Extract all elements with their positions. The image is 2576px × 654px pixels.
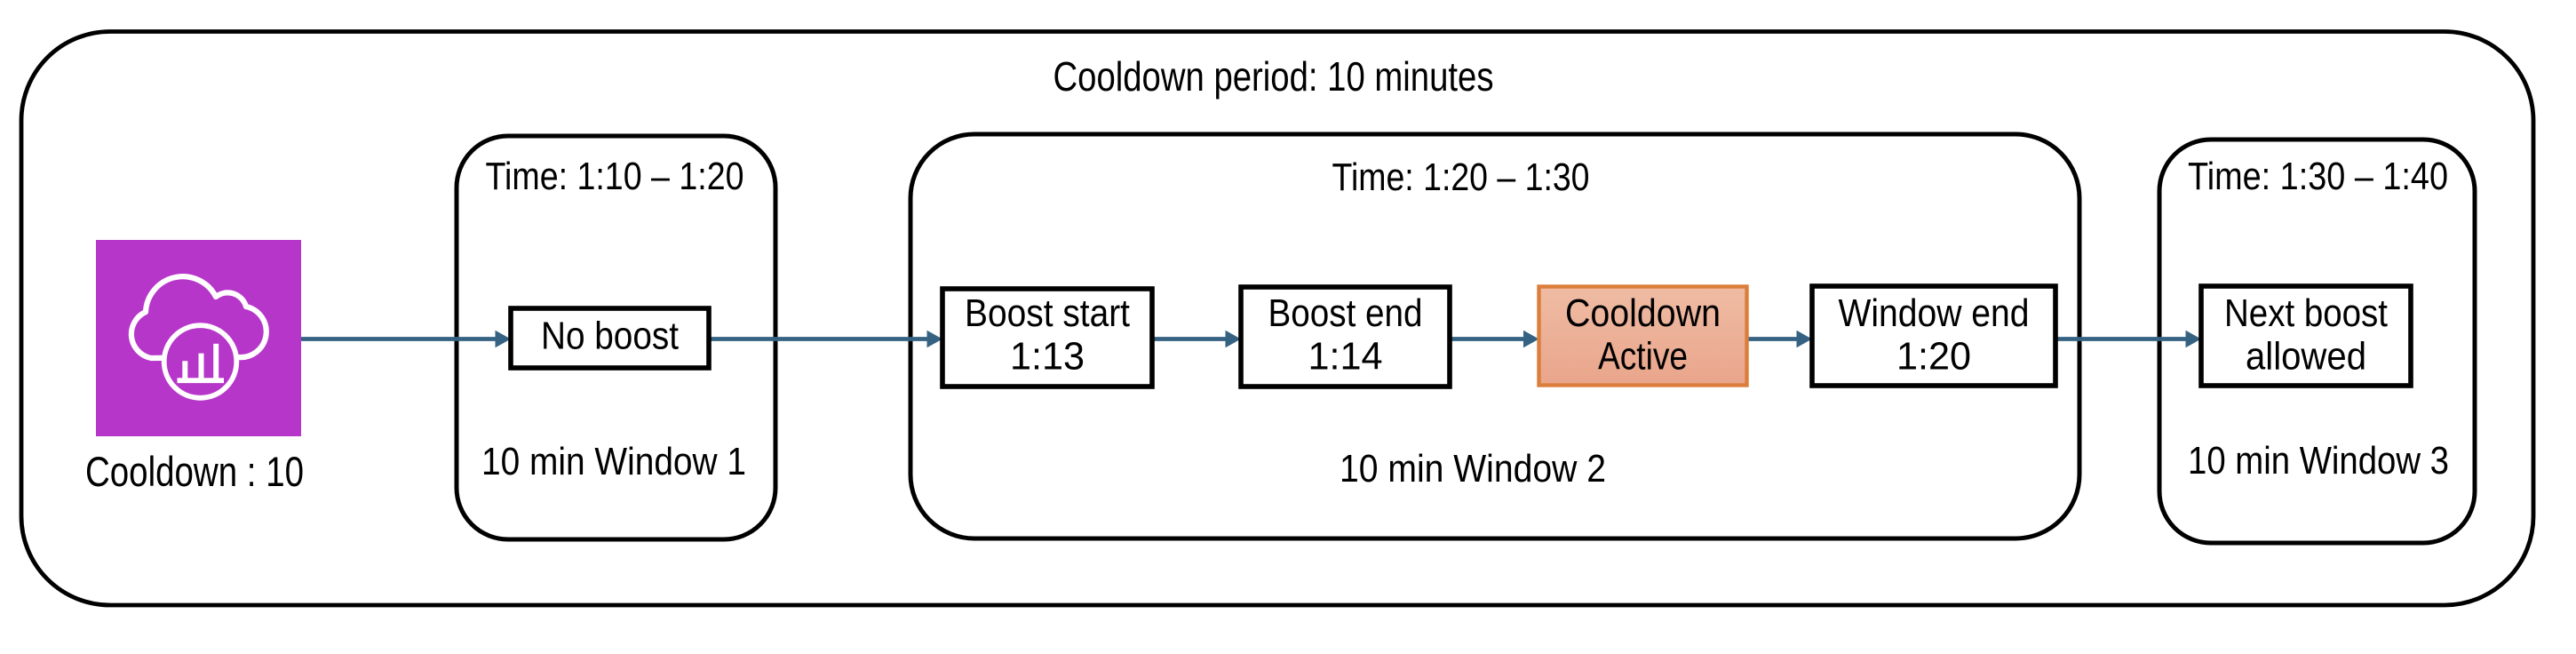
svg-text:allowed: allowed	[2246, 335, 2366, 379]
svg-text:Cooldown : 10: Cooldown : 10	[85, 448, 304, 495]
svg-text:Window end: Window end	[1839, 291, 2030, 335]
svg-text:1:14: 1:14	[1308, 335, 1383, 379]
svg-text:Boost start: Boost start	[965, 291, 1130, 335]
svg-text:10 min Window 2: 10 min Window 2	[1340, 447, 1606, 490]
svg-text:10 min Window 3: 10 min Window 3	[2188, 439, 2449, 483]
svg-text:Next boost: Next boost	[2224, 291, 2388, 335]
svg-text:No boost: No boost	[541, 315, 679, 358]
svg-text:Cooldown: Cooldown	[1565, 291, 1721, 335]
svg-text:10 min Window 1: 10 min Window 1	[481, 440, 746, 483]
svg-text:Active: Active	[1598, 335, 1688, 379]
svg-text:Boost end: Boost end	[1268, 291, 1423, 335]
svg-text:Cooldown period: 10 minutes: Cooldown period: 10 minutes	[1053, 53, 1494, 100]
svg-text:1:20: 1:20	[1896, 335, 1971, 379]
svg-text:1:13: 1:13	[1010, 335, 1085, 379]
svg-text:Time: 1:30 – 1:40: Time: 1:30 – 1:40	[2188, 155, 2448, 198]
svg-text:Time: 1:20 – 1:30: Time: 1:20 – 1:30	[1332, 156, 1590, 199]
svg-text:Time: 1:10 – 1:20: Time: 1:10 – 1:20	[486, 155, 744, 198]
